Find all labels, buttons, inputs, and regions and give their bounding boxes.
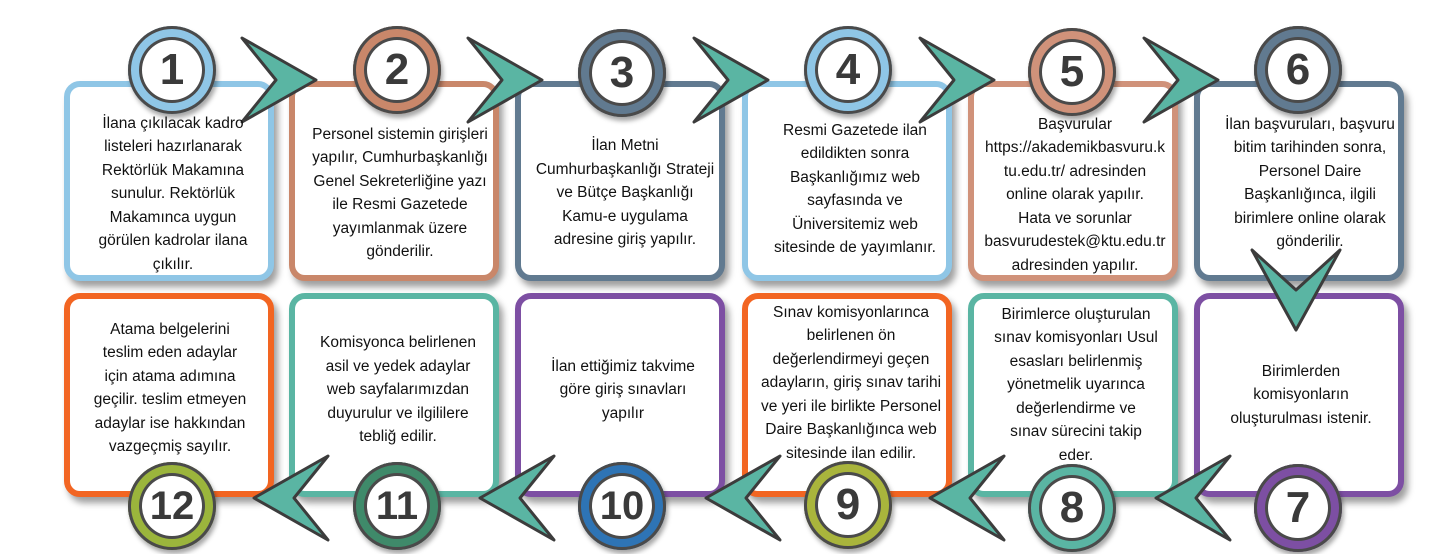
step-card-5 [968, 81, 1178, 281]
step-number-11: 11 [353, 462, 441, 550]
arrow-right-1 [240, 36, 318, 124]
arrow-left-5 [252, 454, 330, 542]
step-number-12: 12 [128, 462, 216, 550]
step-text-7: Birimlerden komisyonların oluşturulması … [1230, 362, 1372, 427]
step-number-5: 5 [1028, 28, 1116, 116]
step-text-12: Atama belgelerini teslim eden adaylar iç… [93, 320, 247, 456]
arrow-left-2 [928, 454, 1006, 542]
step-card-8 [968, 293, 1178, 497]
step-card-4 [742, 81, 952, 281]
arrow-left-3 [704, 454, 782, 542]
step-text-10: İlan ettiğimiz takvime göre giriş sınavl… [551, 357, 695, 422]
arrow-right-4 [918, 36, 996, 124]
step-text-11: Komisyonca belirlenen asil ve yedek aday… [320, 334, 476, 446]
arrow-left-1 [1154, 454, 1232, 542]
step-text-4: Resmi Gazetede ilan edildikten sonra Baş… [774, 121, 936, 257]
arrow-right-5 [1142, 36, 1220, 124]
step-number-9: 9 [804, 461, 892, 549]
step-number-8: 8 [1028, 464, 1116, 552]
step-number-4: 4 [804, 26, 892, 114]
step-number-1: 1 [128, 26, 216, 114]
step-text-6: İlan başvuruları, başvuru bitim tarihind… [1225, 115, 1395, 251]
arrow-down [1250, 248, 1342, 332]
arrow-right-3 [692, 36, 770, 124]
step-number-3: 3 [578, 29, 666, 117]
step-number-2: 2 [353, 26, 441, 114]
step-text-3: İlan Metni Cumhurbaşkanlığı Strateji ve … [535, 137, 715, 249]
step-number-7: 7 [1254, 464, 1342, 552]
step-text-8: Birimlerce oluşturulan sınav komisyonlar… [994, 305, 1158, 464]
step-text-1: İlana çıkılacak kadro listeleri hazırlan… [98, 114, 248, 273]
arrow-left-4 [478, 454, 556, 542]
step-text-2: Personel sistemin girişleri yapılır, Cum… [312, 125, 488, 261]
step-number-6: 6 [1254, 26, 1342, 114]
step-card-2 [289, 81, 499, 281]
step-number-10: 10 [578, 462, 666, 550]
step-text-5: Başvurular https://akademikbasvuru.k tu.… [984, 115, 1166, 274]
arrow-right-2 [466, 36, 544, 124]
step-text-9: Sınav komisyonlarınca belirlenen ön değe… [760, 303, 942, 462]
